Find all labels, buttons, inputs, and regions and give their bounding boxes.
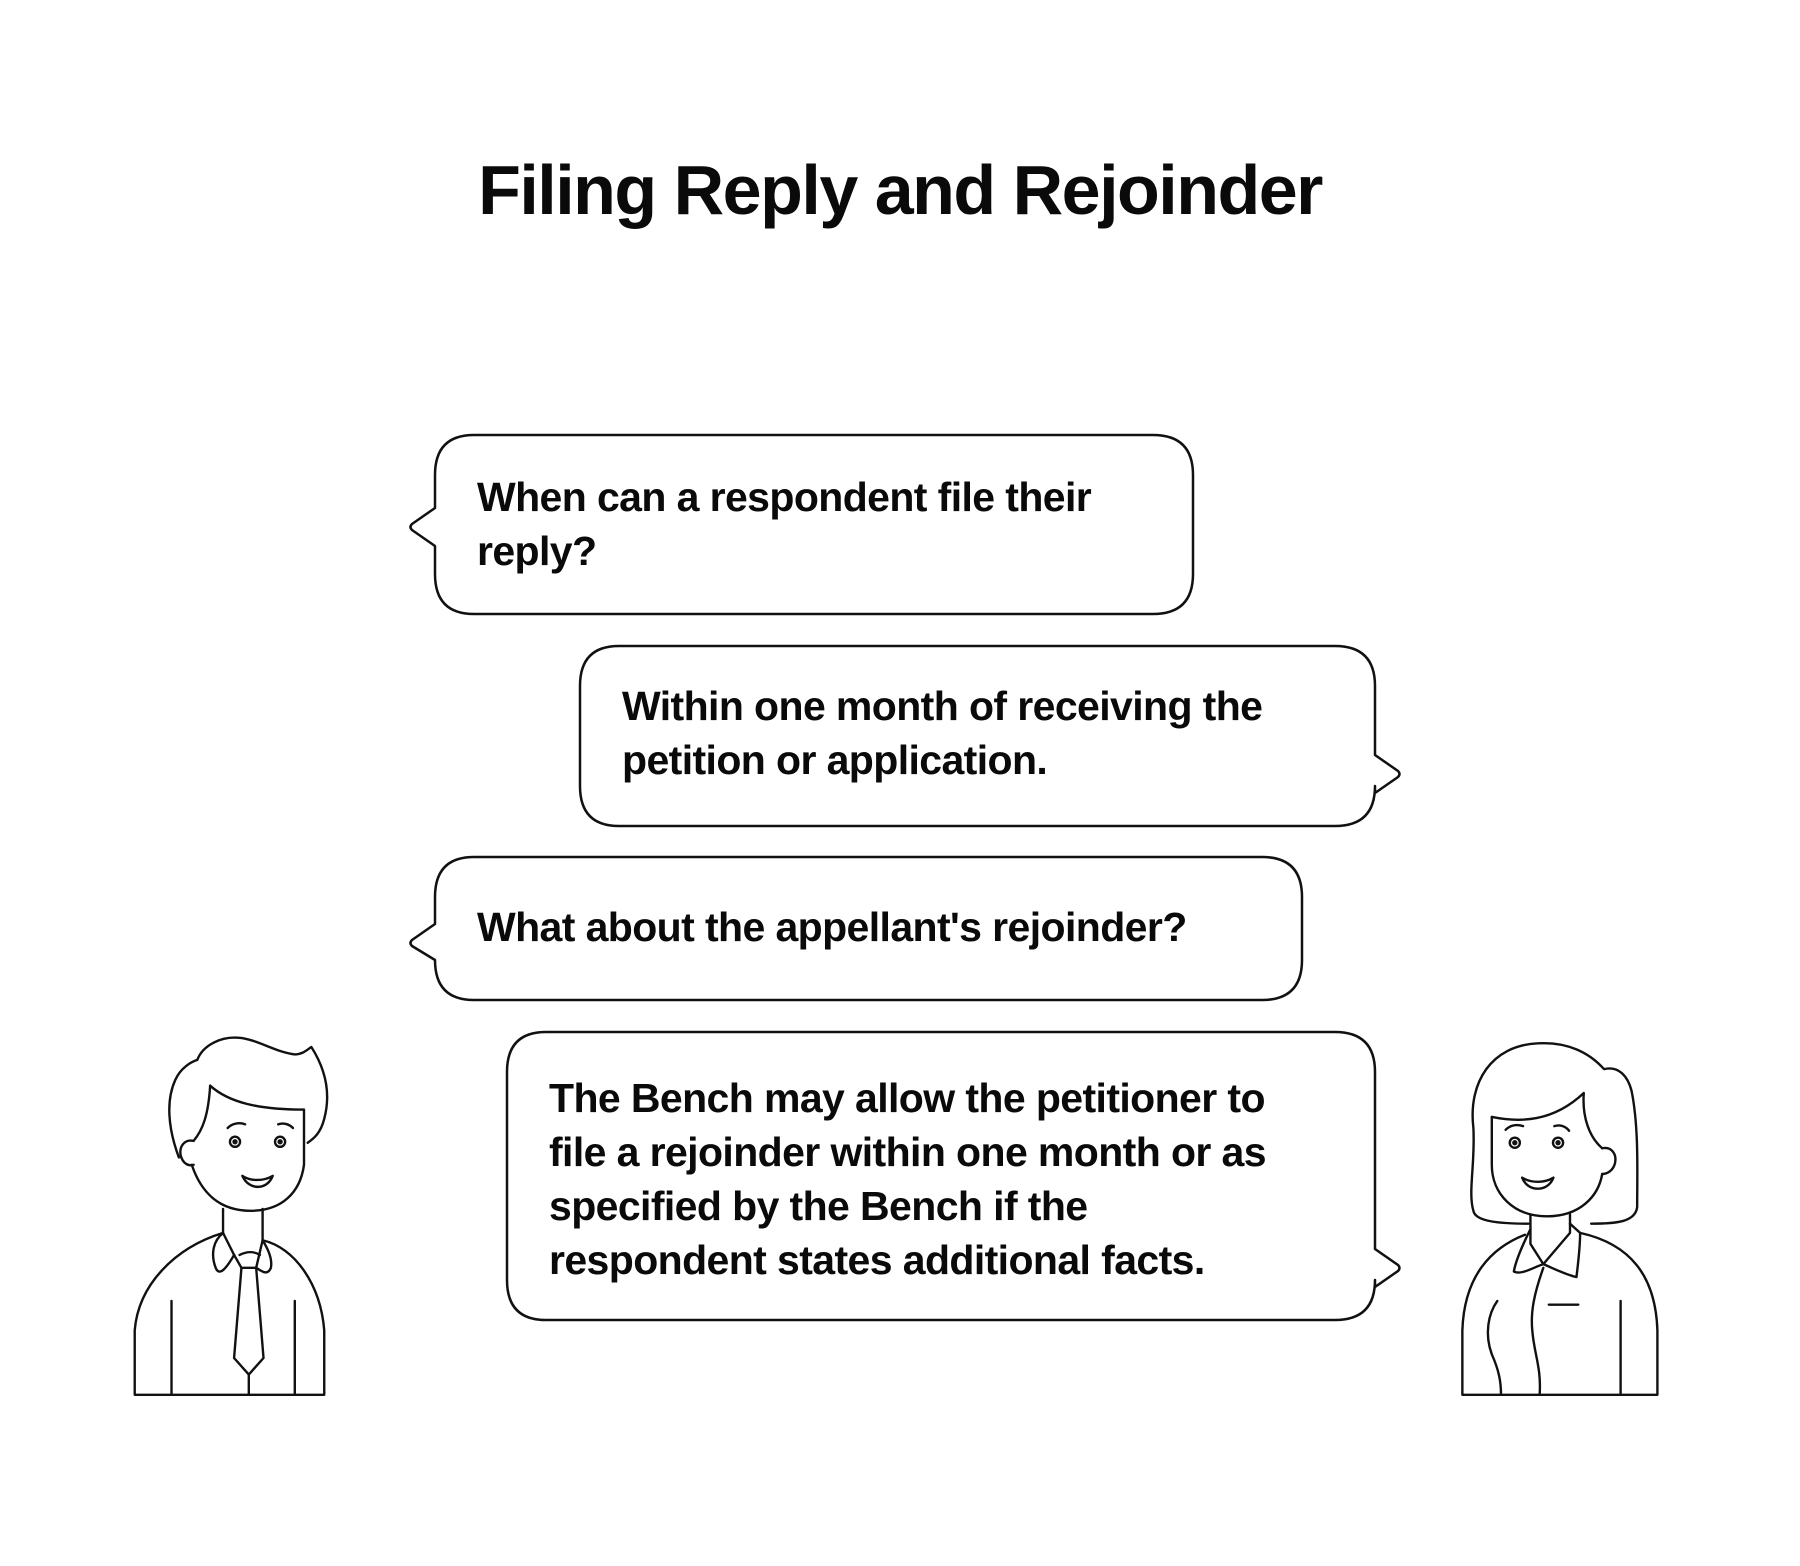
bubble-line: file a rejoinder within one month or as (549, 1129, 1267, 1175)
bubble-line: respondent states additional facts. (549, 1237, 1205, 1283)
bubble-text: When can a respondent file their reply? (477, 470, 1177, 578)
speech-bubble-answer-1: Within one month of receiving the petiti… (578, 644, 1401, 828)
bubble-line: reply? (477, 528, 597, 574)
bubble-line: When can a respondent file their (477, 474, 1092, 520)
woman-with-collar-icon (1455, 1015, 1685, 1425)
speech-bubble-answer-2: The Bench may allow the petitioner to fi… (505, 1030, 1401, 1322)
bubble-text: What about the appellant's rejoinder? (477, 900, 1297, 954)
bubble-line: What about the appellant's rejoinder? (477, 904, 1187, 950)
speech-bubble-right-tail-icon (505, 1030, 1401, 1322)
bubble-line: Within one month of receiving the (622, 683, 1263, 729)
bubble-line: The Bench may allow the petitioner to (549, 1075, 1266, 1121)
bubble-line: specified by the Bench if the (549, 1183, 1088, 1229)
bubble-line: petition or application. (622, 737, 1048, 783)
speech-bubble-left-tail-icon (409, 855, 1304, 1002)
speech-bubble-left-tail-icon (409, 433, 1195, 616)
speech-bubble-question-2: What about the appellant's rejoinder? (409, 855, 1304, 1002)
speech-bubble-right-tail-icon (578, 644, 1401, 828)
man-with-tie-icon (120, 1015, 350, 1425)
bubble-text: The Bench may allow the petitioner to fi… (549, 1071, 1364, 1287)
page-title: Filing Reply and Rejoinder (478, 151, 1323, 229)
bubble-text: Within one month of receiving the petiti… (622, 679, 1362, 787)
speech-bubble-question-1: When can a respondent file their reply? (409, 433, 1195, 616)
